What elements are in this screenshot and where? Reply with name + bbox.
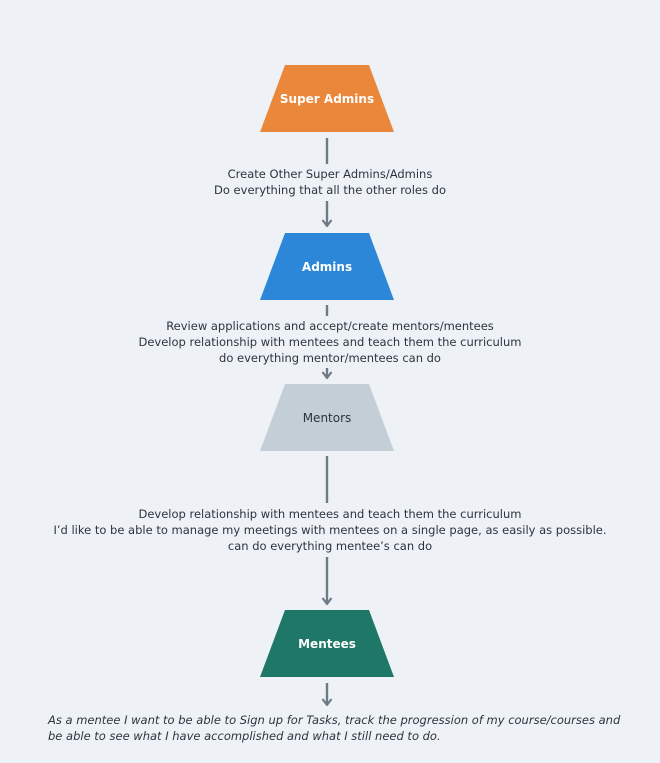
mentee-user-story: As a mentee I want to be able to Sign up… xyxy=(48,713,621,743)
node-mentors-label: Mentors xyxy=(303,411,352,425)
edge-label-line: Review applications and accept/create me… xyxy=(166,319,494,333)
connector-mentees-to-footnote xyxy=(321,683,333,707)
connector-super-admins-to-admins xyxy=(321,138,333,228)
connector-mentors-to-mentees xyxy=(321,456,333,606)
edge-label-admins-to-mentors: Review applications and accept/create me… xyxy=(0,318,660,366)
edge-label-line: Create Other Super Admins/Admins xyxy=(227,167,433,181)
node-mentors: Mentors xyxy=(260,384,394,451)
node-super-admins-label: Super Admins xyxy=(280,92,374,106)
edge-label-line: can do everything mentee’s can do xyxy=(227,539,433,553)
edge-label-mentors-to-mentees: Develop relationship with mentees and te… xyxy=(0,506,660,554)
node-super-admins: Super Admins xyxy=(260,65,394,132)
edge-label-line: do everything mentor/mentees can do xyxy=(219,351,441,365)
node-admins: Admins xyxy=(260,233,394,300)
edge-label-line: Develop relationship with mentees and te… xyxy=(138,335,522,349)
node-mentees-label: Mentees xyxy=(298,637,356,651)
edge-label-line: I’d like to be able to manage my meeting… xyxy=(53,523,607,537)
node-mentees: Mentees xyxy=(260,610,394,677)
edge-label-super-admins-to-admins: Create Other Super Admins/Admins Do ever… xyxy=(0,166,660,198)
connector-admins-to-mentors xyxy=(321,305,333,380)
edge-label-line: Develop relationship with mentees and te… xyxy=(138,507,522,521)
node-admins-label: Admins xyxy=(302,260,352,274)
edge-label-line: Do everything that all the other roles d… xyxy=(214,183,446,197)
